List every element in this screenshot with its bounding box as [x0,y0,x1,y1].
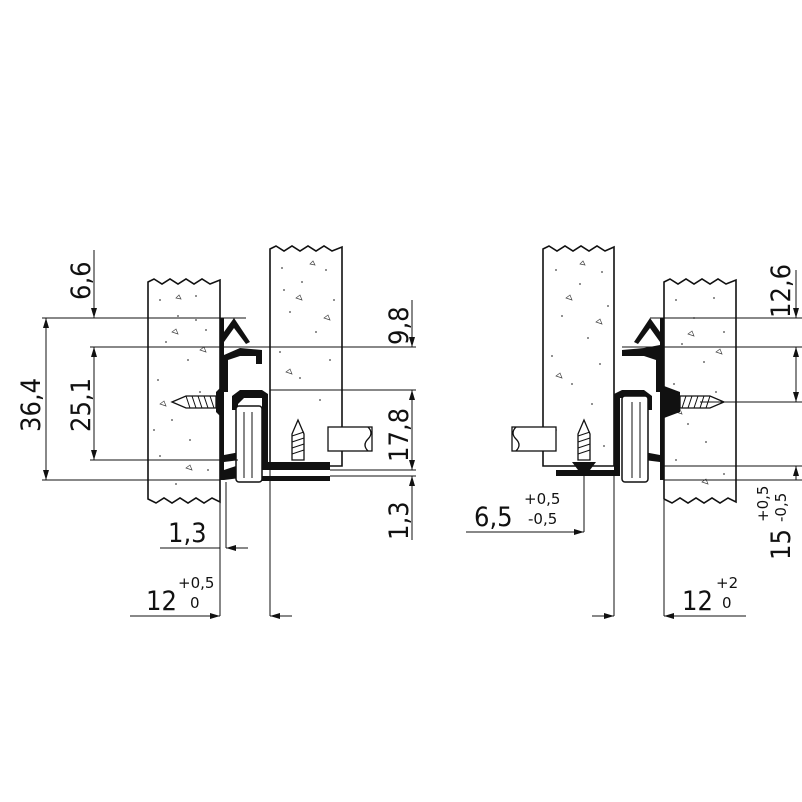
dim-1-3-vertical: 1,3 [384,501,415,540]
right-view: 12,6 6,5 +0,5 -0,5 15 +0,5 -0,5 12 +2 0 [466,245,802,619]
left-cabinet-screw [170,386,222,418]
right-drawer-bottom-panel [511,426,557,452]
right-drawer-panel [542,245,615,467]
right-drawer-texture [551,260,609,447]
right-dimension-lines [466,270,799,619]
dim-12-left-tol-lower: 0 [190,594,200,612]
right-drawer-screw [572,418,596,470]
dim-12-right-nominal: 12 [682,586,713,617]
left-drawer-rail [232,390,330,483]
dim-12-left-nominal: 12 [146,586,177,617]
dim-6-5-nominal: 6,5 [474,502,513,533]
dim-36-4: 36,4 [16,378,47,432]
dim-12-left-tol-upper: +0,5 [178,574,214,592]
right-drawer-rail [556,390,652,483]
left-drawer-panel [269,245,343,467]
dim-1-3-horizontal: 1,3 [168,518,207,549]
left-drawer-screw [286,418,310,470]
dim-15-tol-upper: +0,5 [754,486,772,522]
dim-12-right-tol-lower: 0 [722,594,732,612]
dim-12-right-tol-upper: +2 [716,574,738,592]
dim-6-6: 6,6 [66,261,97,300]
dim-25-1: 25,1 [66,378,97,432]
dim-12-6: 12,6 [766,264,797,318]
left-drawer-bottom-panel [327,426,373,452]
dim-17-8: 17,8 [384,408,415,462]
dim-6-5-tol-upper: +0,5 [524,490,560,508]
left-cabinet-texture [153,294,209,485]
right-extension-lines [583,317,802,616]
dim-15-tol-lower: -0,5 [772,493,790,522]
left-cabinet-panel [147,278,221,504]
dim-6-5-tol-lower: -0,5 [528,510,557,528]
left-dimension-lines [43,250,415,619]
left-view: 6,6 36,4 25,1 9,8 17,8 1,3 1,3 12 +0,5 0 [16,245,416,619]
dim-15-nominal: 15 [766,529,797,560]
dim-9-8: 9,8 [384,306,415,345]
left-extension-lines [42,317,416,616]
